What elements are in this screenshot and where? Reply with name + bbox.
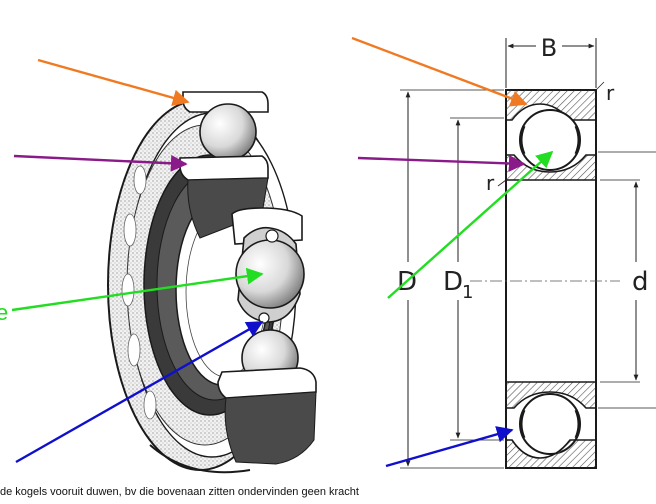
cage-arrow-right	[385, 426, 514, 468]
label-d1: D	[443, 267, 463, 297]
caption-text: de kogels vooruit duwen, bv die bovenaan…	[0, 486, 359, 498]
bearing-section-drawing: B r r D D 1 d	[397, 34, 656, 469]
annotation-arrows	[11, 36, 554, 468]
outer-ring-arrow-right	[351, 36, 528, 107]
bearing-cutaway-illustration	[107, 91, 317, 474]
label-bore-d: d	[632, 267, 649, 297]
label-radius-inner: r	[486, 171, 495, 195]
label-d1-subscript: 1	[462, 282, 473, 303]
inner-ring-arrow-left	[13, 154, 188, 172]
label-width-b: B	[541, 34, 557, 62]
inner-ring-arrow-right	[357, 155, 526, 172]
left-edge-fragment: e	[0, 300, 8, 325]
cage-arrow-left	[15, 320, 264, 464]
label-radius-top: r	[606, 81, 615, 105]
ball-arrow-right	[387, 150, 554, 299]
ball-arrow-left	[11, 267, 264, 312]
outer-ring-arrow-left	[37, 58, 190, 107]
